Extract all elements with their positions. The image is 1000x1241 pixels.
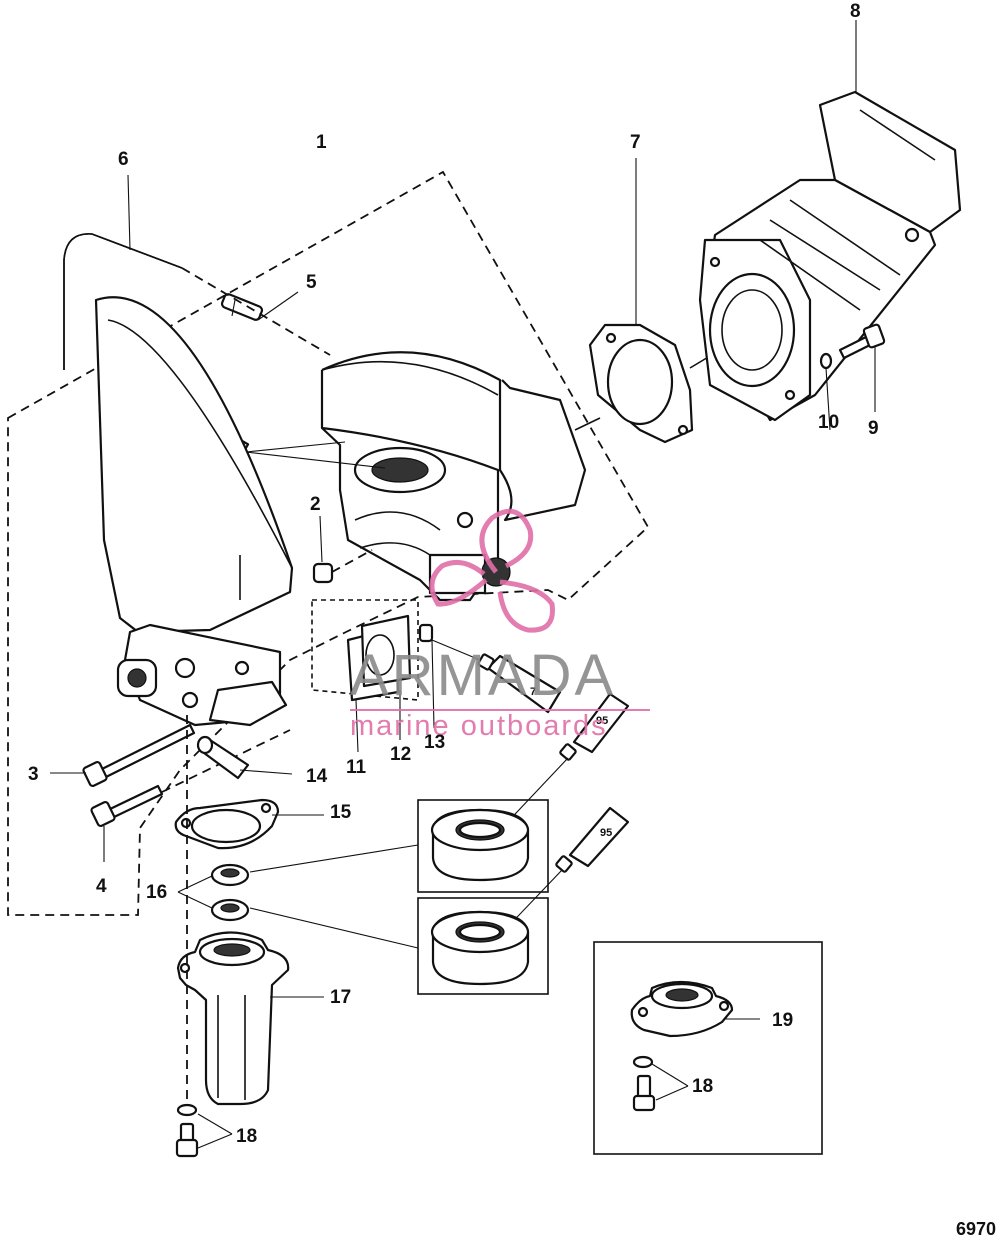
hose-part [63, 233, 183, 370]
dowel-part [196, 735, 250, 780]
axis-5 [181, 267, 331, 356]
plug-part [312, 562, 334, 584]
seal-gasket-part [174, 798, 280, 850]
carburetor-part [94, 296, 294, 727]
label-part-9: 9 [868, 418, 879, 439]
label-part-3: 3 [28, 764, 39, 785]
reed-plate-parts [311, 599, 434, 702]
intake-housing-part [320, 351, 587, 602]
tube-label-95b: 95 [600, 827, 612, 839]
leader-5 [257, 291, 299, 321]
leader-14 [239, 769, 293, 775]
label-part-8: 8 [850, 1, 861, 22]
leader-13 [431, 639, 435, 729]
figure-number: 6970 [956, 1219, 996, 1239]
tube-label-7: 7 [530, 686, 536, 698]
label-part-12: 12 [390, 744, 411, 765]
label-part-1: 1 [316, 132, 327, 153]
leader-10 [825, 367, 831, 431]
leader-tube12b [245, 441, 346, 453]
fitting-part [220, 293, 264, 321]
leader-18b-1 [651, 1063, 689, 1087]
seal-detail-lower [417, 897, 549, 995]
label-part-2: 2 [310, 494, 321, 515]
leader-16a [177, 875, 213, 893]
label-part-7: 7 [630, 132, 641, 153]
leader-seal-b [249, 907, 419, 949]
driveshaft-housing-part [698, 90, 962, 422]
bolt-part-4 [90, 784, 164, 828]
bearing-carrier-part [176, 931, 290, 1106]
label-part-18-lower: 18 [236, 1126, 257, 1147]
leader-16b [177, 891, 213, 909]
label-part-11: 11 [346, 757, 367, 778]
axis-7a [574, 417, 601, 431]
gasket-part [588, 323, 694, 444]
sealant-tube-95-lower: 95 [555, 806, 630, 873]
sealant-tube-7: 7 [477, 653, 562, 714]
leader-18a-2 [197, 1133, 233, 1149]
propeller-logo-icon [429, 508, 555, 633]
leader-18a-1 [197, 1113, 233, 1135]
label-part-18-inset: 18 [692, 1076, 713, 1097]
oil-seals-part [210, 863, 250, 922]
watermark-tagline: marine outboards [350, 710, 608, 742]
label-part-4: 4 [96, 876, 107, 897]
label-part-16: 16 [146, 882, 167, 903]
label-part-14: 14 [306, 766, 328, 787]
leader-11 [355, 699, 359, 753]
leader-tube12a [245, 451, 386, 469]
label-part-15: 15 [330, 802, 352, 823]
label-part-10: 10 [818, 412, 839, 433]
tube-label-95a: 95 [596, 715, 608, 727]
watermark-brand: ARMADA [350, 643, 616, 708]
seal-detail-upper [417, 799, 549, 893]
leader-18b-2 [655, 1085, 689, 1101]
leader-seal-a [249, 844, 419, 873]
label-part-19: 19 [772, 1010, 793, 1031]
axis-4 [161, 729, 291, 793]
label-part-13: 13 [424, 732, 445, 753]
assembly-outline [7, 170, 650, 916]
screw-washer-18-lower [175, 1103, 199, 1158]
inset-box [593, 941, 823, 1155]
axis-2 [331, 549, 373, 573]
leader-2 [319, 515, 323, 563]
label-part-5: 5 [306, 272, 317, 293]
leader-6 [127, 174, 131, 251]
screw-washer-9-10 [819, 323, 886, 370]
leader-tube7 [431, 639, 481, 661]
bolt-part-3 [82, 723, 196, 788]
label-part-6: 6 [118, 149, 129, 170]
label-part-17: 17 [330, 987, 351, 1008]
watermark: ARMADA marine outboards [350, 508, 650, 742]
